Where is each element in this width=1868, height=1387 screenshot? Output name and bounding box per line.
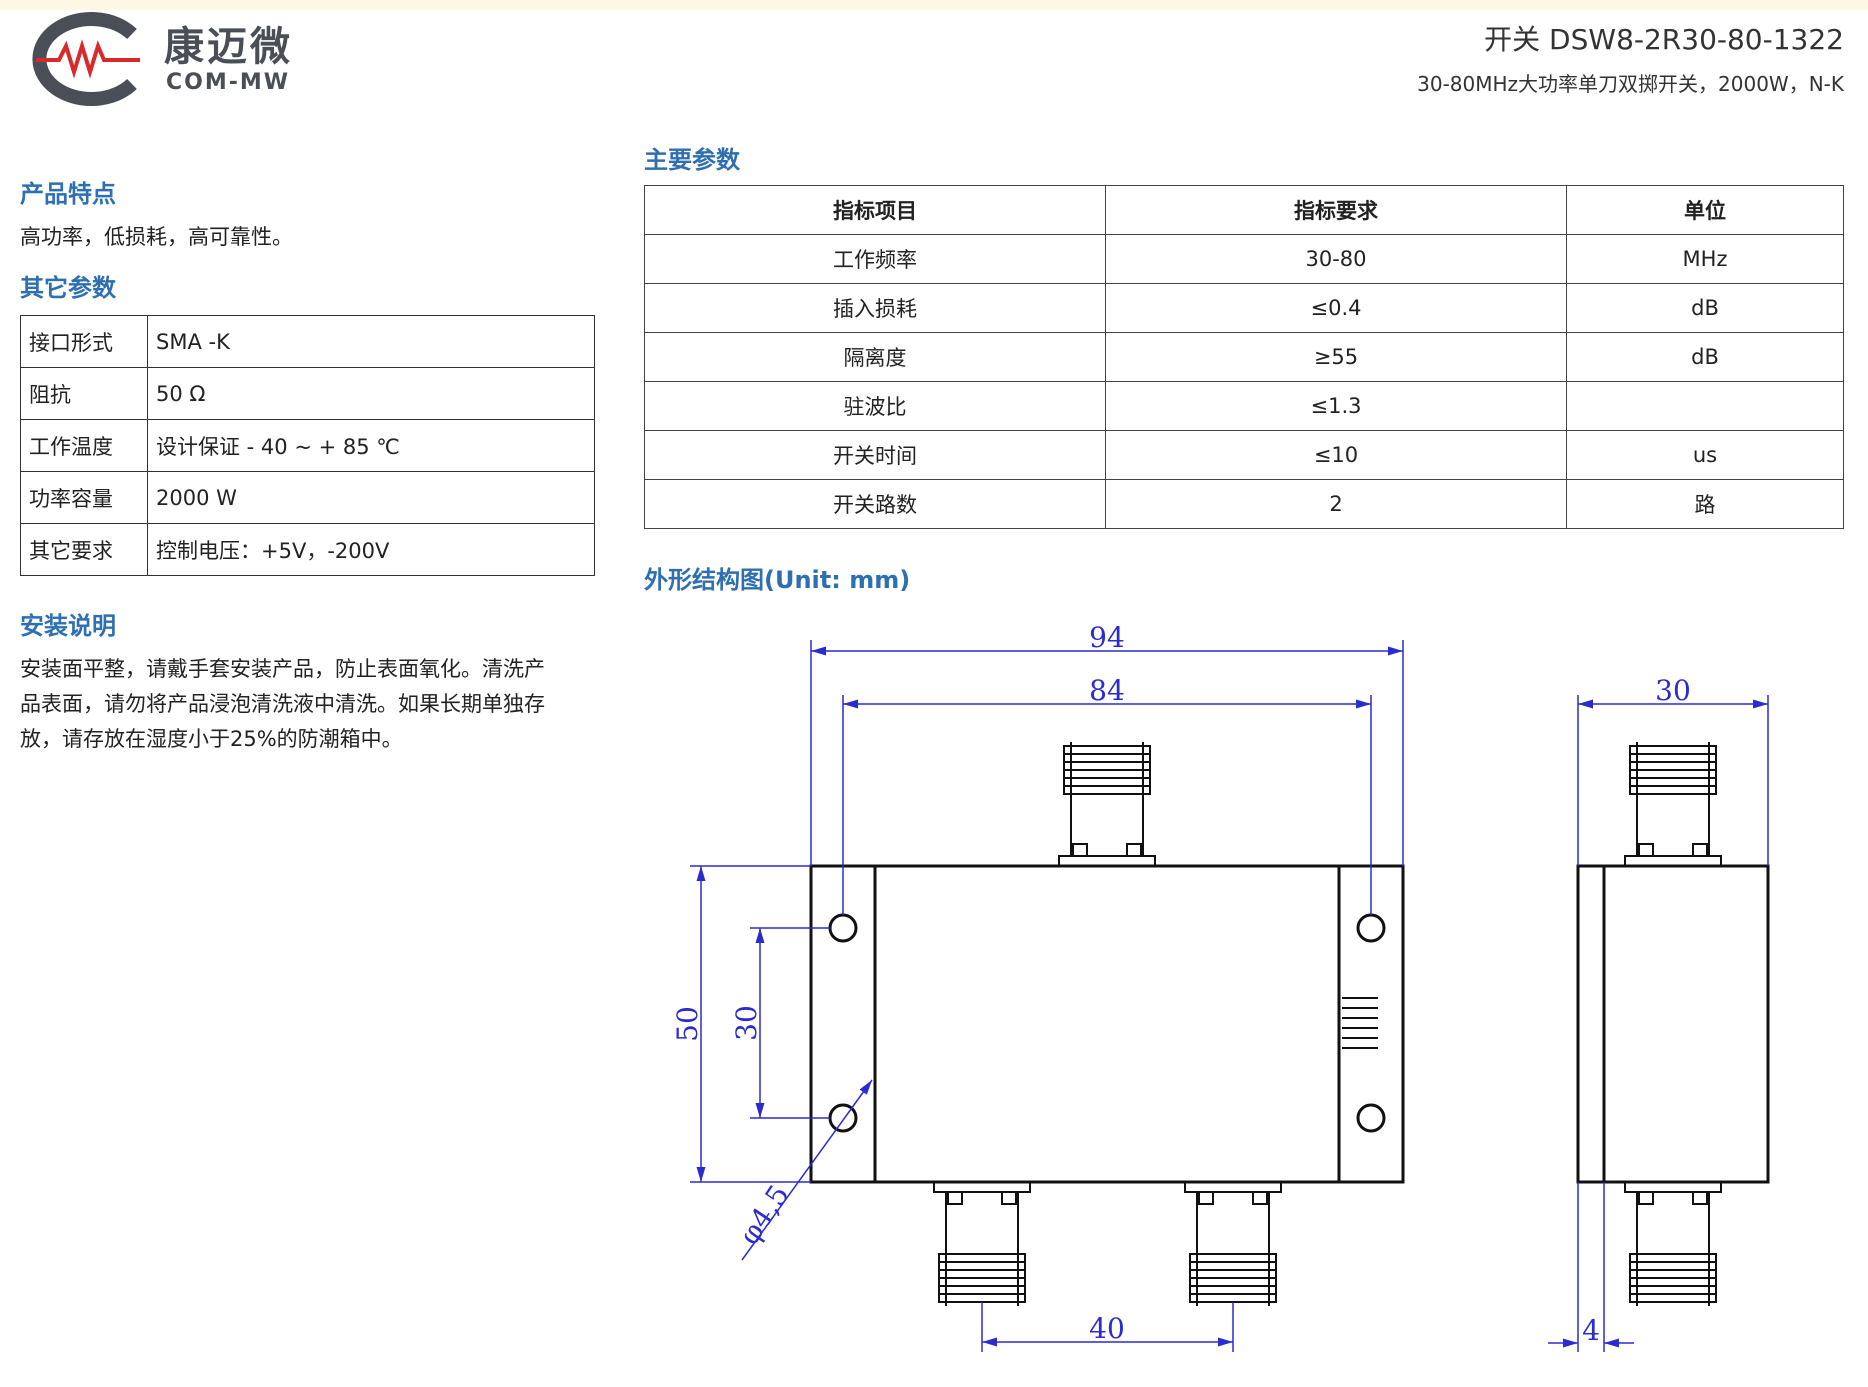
n-connector-top [1058,741,1156,867]
housing-outline [809,864,1405,1184]
other-params-title: 其它参数 [20,274,116,302]
features-title: 产品特点 [20,180,116,208]
param-value: 设计保证 - 40 ~ + 85 ℃ [147,419,595,472]
logo-wave-icon [36,39,140,79]
n-connector-side-bottom [1624,1181,1722,1307]
top-strip [0,0,1868,10]
param-value: 控制电压：+5V，-200V [147,523,595,576]
control-pins [1342,997,1378,1049]
table-cell: dB [1566,283,1844,333]
mounting-hole [828,913,858,943]
install-line: 品表面，请勿将产品浸泡清洗液中清洗。如果长期单独存 [20,692,545,716]
n-connector-bottom-right [1184,1181,1282,1307]
features-text: 高功率，低损耗，高可靠性。 [20,225,293,249]
column-header: 单位 [1566,185,1844,235]
param-key: 工作温度 [20,419,148,472]
mounting-hole [1356,913,1386,943]
install-title: 安装说明 [20,612,116,640]
param-key: 接口形式 [20,315,148,368]
table-row: 工作温度设计保证 - 40 ~ + 85 ℃ [20,419,595,472]
main-params-title: 主要参数 [644,146,740,174]
table-cell: dB [1566,332,1844,382]
param-key: 其它要求 [20,523,148,576]
n-connector-bottom-left [933,1181,1031,1307]
table-cell: ≤10 [1105,430,1567,480]
dim-height: 50 [671,1006,704,1042]
table-cell: 2 [1105,479,1567,529]
dim-flange: 4 [1582,1314,1600,1347]
mounting-hole [1356,1103,1386,1133]
company-logo [32,12,140,106]
table-cell: ≤1.3 [1105,381,1567,431]
dim-hole-diameter: φ4,5 [733,1179,796,1251]
table-cell: 隔离度 [644,332,1106,382]
install-line: 安装面平整，请戴手套安装产品，防止表面氧化。清洗产 [20,657,545,681]
table-header-row: 指标项目 指标要求 单位 [644,185,1844,235]
dim-hole-spacing-length: 84 [1089,674,1125,707]
front-view [809,741,1405,1307]
dim-depth: 30 [1655,674,1691,707]
dim-overall-length: 94 [1089,621,1125,654]
table-cell: 路 [1566,479,1844,529]
logo-chinese-name: 康迈微 [164,24,293,70]
install-line: 放，请存放在湿度小于25%的防潮箱中。 [20,727,403,751]
table-cell: 驻波比 [644,381,1106,431]
product-model: 开关 DSW8-2R30-80-1322 [1484,23,1844,56]
n-connector-side-top [1624,741,1722,867]
param-value: 2000 W [147,471,595,524]
table-cell: 工作频率 [644,234,1106,284]
drawing-title: 外形结构图(Unit: mm) [644,566,911,594]
side-view [1576,741,1770,1307]
param-value: SMA -K [147,315,595,368]
dim-hole-spacing-height: 30 [730,1005,763,1041]
table-row: 其它要求控制电压：+5V，-200V [20,523,595,576]
table-cell: MHz [1566,234,1844,284]
dim-connector-spacing: 40 [1089,1312,1125,1345]
dimension-lines [690,640,1769,1352]
param-value: 50 Ω [147,367,595,420]
install-text: 安装面平整，请戴手套安装产品，防止表面氧化。清洗产 品表面，请勿将产品浸泡清洗液… [20,652,545,757]
table-row: 驻波比≤1.3 [644,381,1844,431]
table-cell: ≤0.4 [1105,283,1567,333]
product-subtitle: 30-80MHz大功率单刀双掷开关，2000W，N-K [1417,72,1844,96]
mounting-hole [828,1103,858,1133]
side-housing [1576,864,1770,1184]
table-cell: 开关路数 [644,479,1106,529]
table-cell: 插入损耗 [644,283,1106,333]
table-cell [1566,381,1844,431]
logo-english-name: COM-MW [166,70,291,95]
table-cell: 开关时间 [644,430,1106,480]
